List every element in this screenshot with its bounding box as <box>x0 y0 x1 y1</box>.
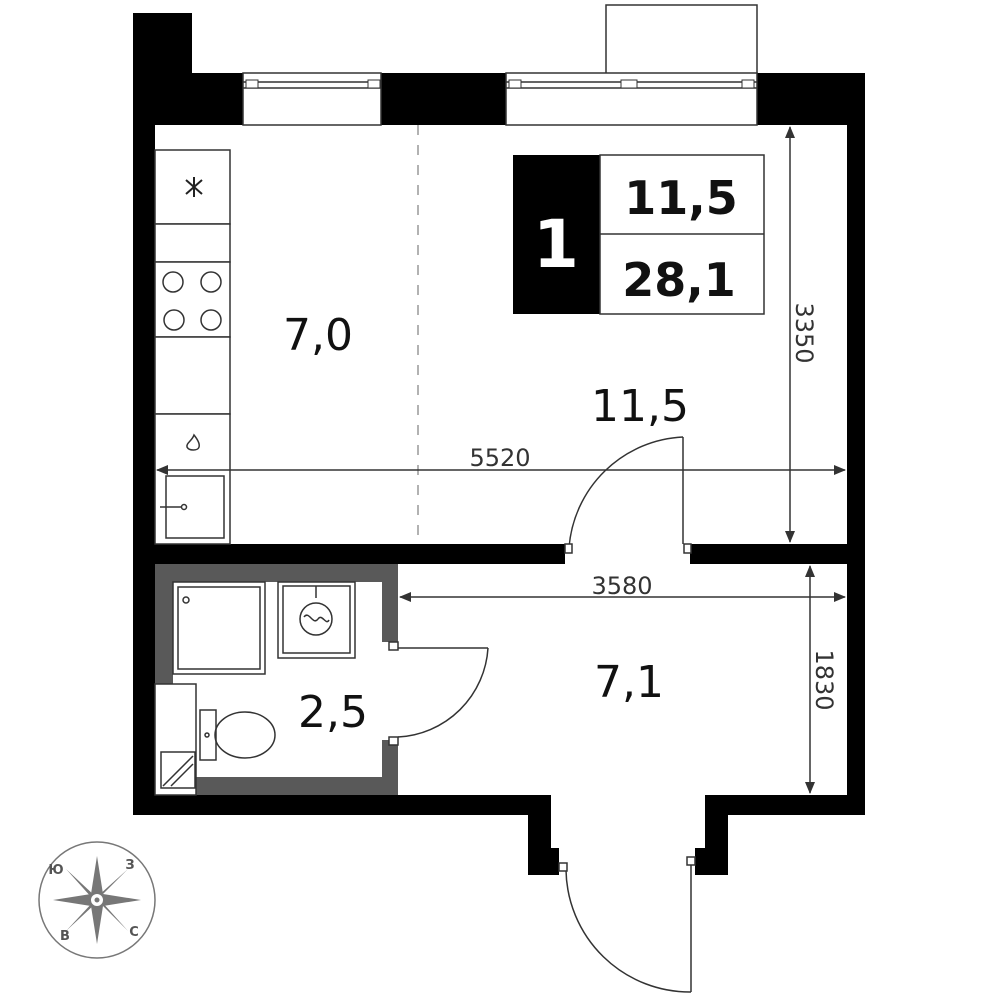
sink-cabinet <box>154 683 197 796</box>
water-drop-icon <box>186 433 200 451</box>
compass-west-label: Ю <box>48 863 63 878</box>
width-lower-label: 3580 <box>591 572 652 600</box>
fridge-icon <box>185 177 203 197</box>
total-area-value: 28,1 <box>622 253 736 307</box>
compass-north-label: З <box>125 858 134 873</box>
toilet-icon <box>199 709 276 761</box>
kitchen-sink-icon <box>160 475 225 539</box>
height-lower-label: 1830 <box>810 649 838 710</box>
living-room-door[interactable] <box>564 436 692 554</box>
shower-icon <box>172 581 266 675</box>
apartment-badge: 1 11,5 28,1 <box>513 154 765 315</box>
entrance-door[interactable] <box>558 856 696 993</box>
bathroom-area-label: 2,5 <box>298 687 368 738</box>
living-room-area-label: 11,5 <box>591 381 689 432</box>
living-area-value: 11,5 <box>624 171 738 225</box>
kitchen-area-label: 7,0 <box>283 310 353 361</box>
compass-east-label: В <box>60 929 70 944</box>
compass-south-label: С <box>129 925 139 940</box>
bathroom-door[interactable] <box>388 641 489 746</box>
window-right <box>505 72 758 126</box>
bathroom-walls <box>155 564 398 795</box>
washing-machine-icon <box>277 581 356 659</box>
window-left <box>242 72 382 126</box>
balcony <box>605 4 758 76</box>
dimension-lines <box>156 126 846 794</box>
width-upper-label: 5520 <box>469 444 530 472</box>
hallway-area-label: 7,1 <box>594 657 664 708</box>
outer-walls <box>133 13 865 875</box>
compass-icon: Ю З В С <box>38 841 156 959</box>
room-count: 1 <box>533 206 579 283</box>
stove-icon <box>162 271 222 331</box>
height-upper-label: 3350 <box>790 302 818 363</box>
